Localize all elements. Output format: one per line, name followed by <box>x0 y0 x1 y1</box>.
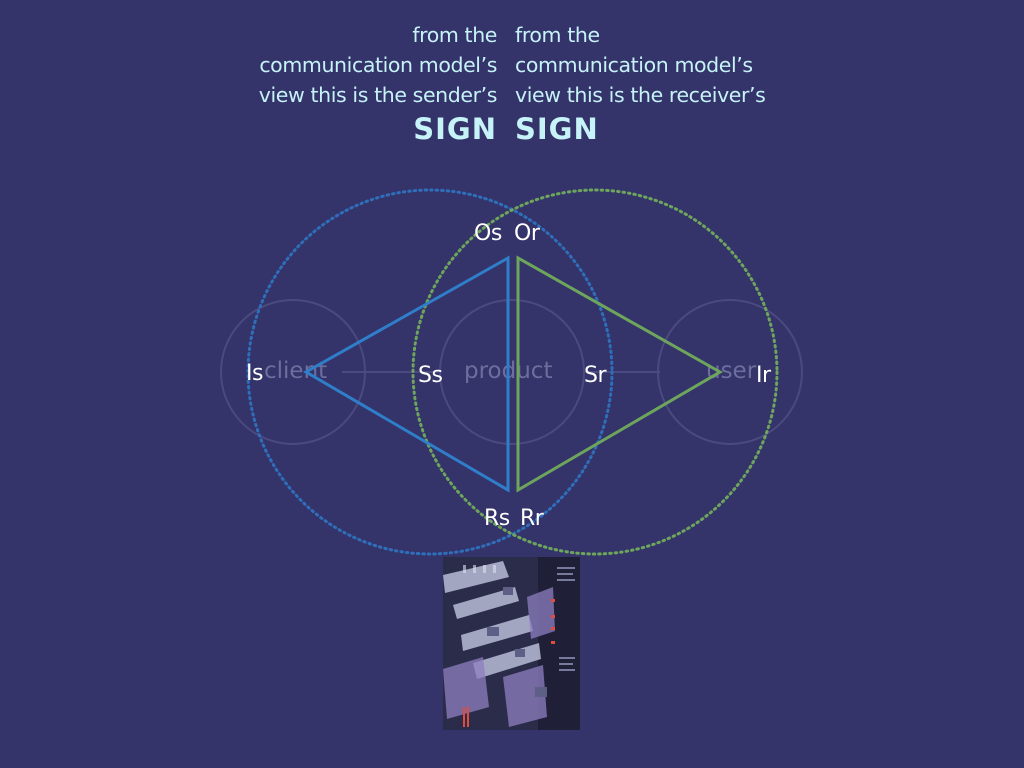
sender-sign-heading: SIGN <box>413 112 497 146</box>
interpretant-sender-label: Is <box>246 361 263 386</box>
client-circle <box>220 299 366 445</box>
receiver-caption-line-2: communication model’s <box>515 53 753 77</box>
receiver-caption-line-1: from the <box>515 23 600 47</box>
sign-sender-label: Ss <box>418 363 442 388</box>
sender-caption-line-3: view this is the sender’s <box>258 83 498 107</box>
receiver-caption-line-3: view this is the receiver’s <box>515 83 766 107</box>
receiver-caption: from the communication model’s view this… <box>515 20 766 148</box>
sender-caption-line-2: communication model’s <box>259 53 497 77</box>
receiver-sign-heading: SIGN <box>515 112 599 146</box>
user-circle <box>657 299 803 445</box>
object-receiver-label: Or <box>514 221 541 246</box>
product-circle <box>439 299 585 445</box>
interpretant-receiver-label: Ir <box>756 363 772 388</box>
sender-caption: from the communication model’s view this… <box>258 20 498 148</box>
sender-triangle <box>302 255 510 493</box>
representamen-receiver-label: Rr <box>520 506 545 531</box>
sign-receiver-label: Sr <box>584 363 607 388</box>
receiver-triangle <box>516 255 724 493</box>
poster-artwork <box>443 557 580 730</box>
receiver-sign-circle <box>411 188 779 556</box>
sender-sign-circle <box>246 188 614 556</box>
poster-image <box>443 557 580 730</box>
communication-model-background: client product user <box>220 299 803 445</box>
sender-caption-line-1: from the <box>412 23 497 47</box>
object-sender-label: Os <box>474 221 502 246</box>
user-label: user <box>706 358 757 384</box>
representamen-sender-label: Rs <box>484 506 510 531</box>
